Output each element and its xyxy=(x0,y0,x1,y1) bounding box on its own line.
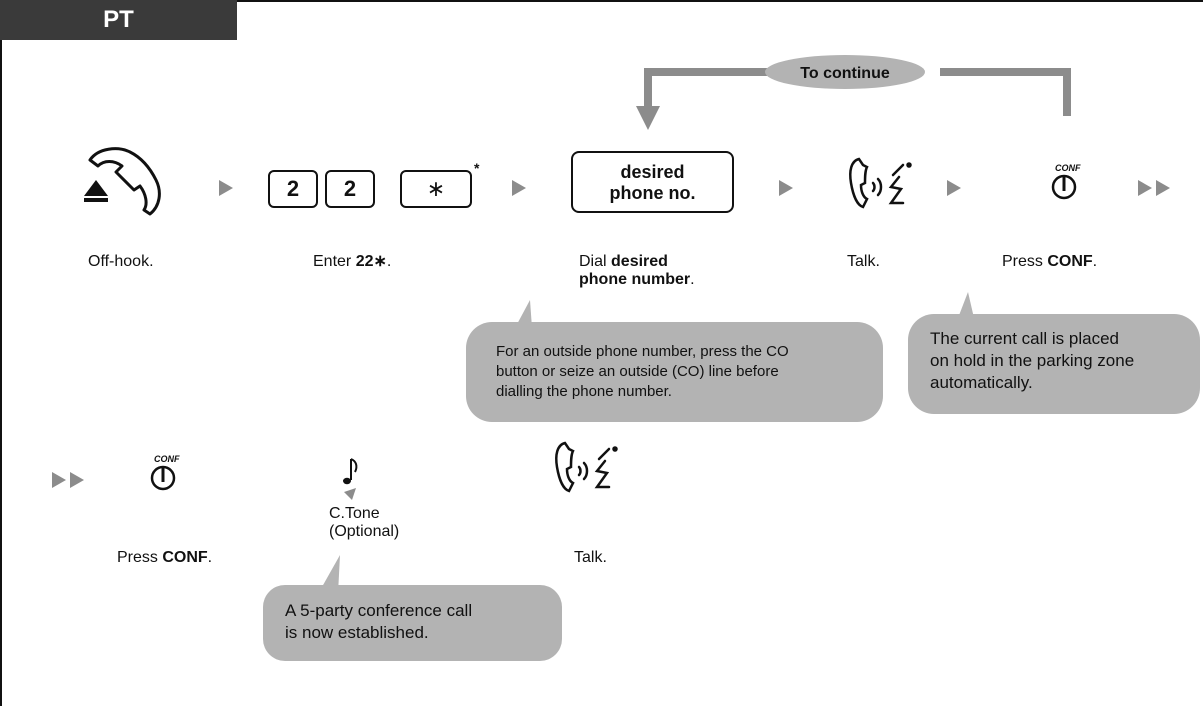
caption-enter-code: Enter 22∗. xyxy=(313,253,392,270)
phone-box-line1: desired xyxy=(620,162,685,182)
caption-talk: Talk. xyxy=(847,253,880,270)
caption-off-hook: Off-hook. xyxy=(88,253,154,270)
caption-press-conf: Press CONF. xyxy=(1002,253,1098,270)
bubble-outside-number-text: For an outside phone number, press the C… xyxy=(496,343,789,400)
conf-button-icon-2 xyxy=(150,465,176,491)
continue-double-arrow-2 xyxy=(52,472,66,488)
bubble-conference xyxy=(263,555,562,661)
conf-icon-label: CONF xyxy=(1055,163,1081,173)
bubble-outside-number xyxy=(466,300,883,422)
confirmation-tone-icon xyxy=(343,458,358,500)
talk-icon-2 xyxy=(555,441,618,493)
continue-double-arrow-1 xyxy=(1138,180,1152,196)
key-star: ∗ xyxy=(400,170,472,208)
pt-tab xyxy=(0,0,237,40)
continue-pill xyxy=(765,55,925,89)
continue-label: To continue xyxy=(800,65,890,82)
conf-button-icon xyxy=(1051,174,1077,200)
frame-top-border xyxy=(0,0,1203,2)
key-2b: 2 xyxy=(325,170,375,208)
bubble-conference-text: A 5-party conference call is now establi… xyxy=(285,601,473,642)
caption-dial-number: Dial desired phone number. xyxy=(579,253,695,288)
step-arrow-4 xyxy=(947,180,961,196)
continue-loop-arrow xyxy=(636,68,1071,130)
conf-icon-label-2: CONF xyxy=(154,454,180,464)
phone-box-line2: phone no. xyxy=(609,183,696,203)
caption-talk-2: Talk. xyxy=(574,549,607,566)
key-2: 2 xyxy=(268,170,318,208)
step-arrow-3 xyxy=(779,180,793,196)
footnote-mark: * xyxy=(474,160,480,176)
caption-press-conf-2: Press CONF. xyxy=(117,549,213,566)
continue-double-arrow-2b xyxy=(70,472,84,488)
talk-icon xyxy=(849,157,912,209)
continue-double-arrow-1b xyxy=(1156,180,1170,196)
caption-c-tone: C.Tone (Optional) xyxy=(329,505,400,540)
pt-tab-label: PT xyxy=(103,6,134,33)
bubble-hold-text: The current call is placed on hold in th… xyxy=(930,329,1135,392)
off-hook-handset-icon xyxy=(84,147,161,216)
step-arrow-2 xyxy=(512,180,526,196)
bubble-hold xyxy=(908,292,1200,414)
step-arrow-1 xyxy=(219,180,233,196)
frame-left-border xyxy=(0,0,2,706)
desired-phone-number-box: desired phone no. xyxy=(571,151,734,213)
